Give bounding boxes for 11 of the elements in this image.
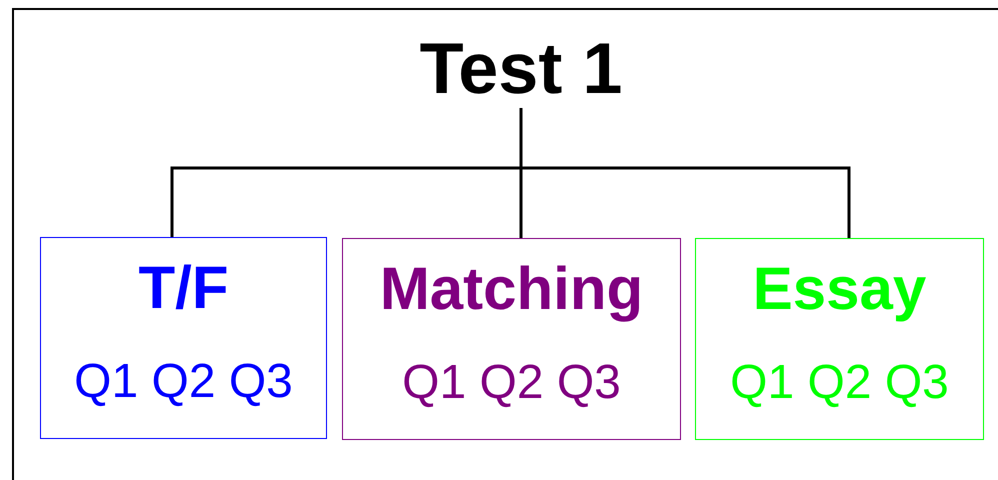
category-heading: Essay [752,254,926,324]
category-box [40,237,327,439]
category-heading: Matching [380,254,644,324]
category-box [342,238,681,440]
connector-line [520,108,850,238]
category-heading: T/F [138,253,228,323]
category-box [695,238,984,440]
question-list: Q1 Q2 Q3 [74,354,293,410]
question-list: Q1 Q2 Q3 [402,355,621,411]
title-text: Test 1 [381,30,661,108]
question-list: Q1 Q2 Q3 [730,355,949,411]
